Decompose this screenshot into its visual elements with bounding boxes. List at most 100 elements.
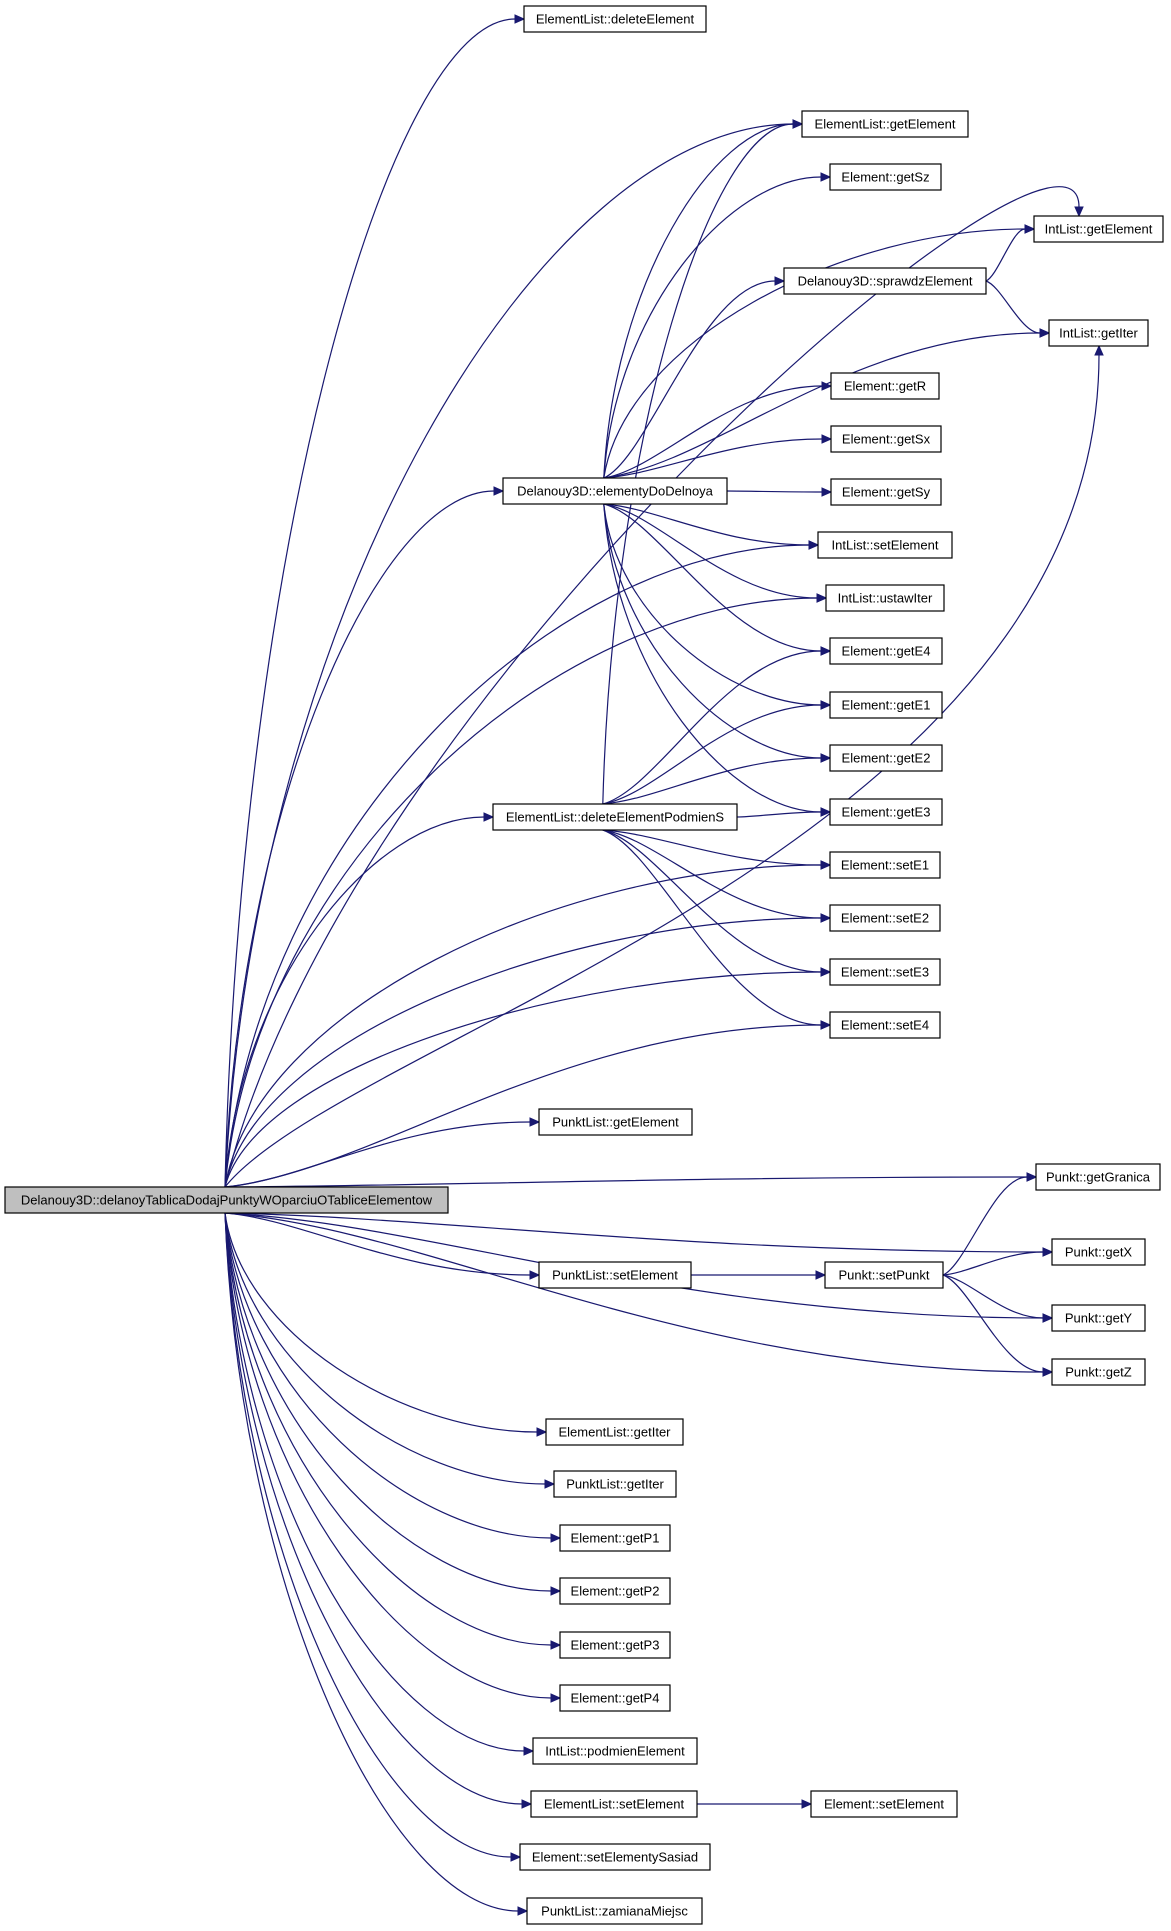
edge-root-to-e-getp4 <box>224 1212 562 1703</box>
node-box <box>4 1186 449 1214</box>
node-e-sete1[interactable]: Element::setE1 <box>829 851 941 879</box>
node-label: Element::setElement <box>824 1797 944 1812</box>
edge-line <box>603 503 822 759</box>
edge-line <box>224 123 794 1188</box>
edge-d-elementy-to-e-gete4 <box>603 503 832 656</box>
node-il-podmien[interactable]: IntList::podmienElement <box>532 1737 698 1765</box>
node-e-setelement[interactable]: Element::setElement <box>810 1790 958 1818</box>
node-box <box>538 1261 692 1289</box>
edge-arrowhead <box>550 1640 562 1650</box>
edge-line <box>224 1212 519 1912</box>
node-il-ustawiter[interactable]: IntList::ustawIter <box>825 584 945 612</box>
node-il-getelement[interactable]: IntList::getElement <box>1033 215 1164 243</box>
edge-el-deletepodmien-to-e-sete4 <box>602 829 832 1030</box>
node-e-sete3[interactable]: Element::setE3 <box>829 958 941 986</box>
edge-arrowhead <box>510 1852 522 1862</box>
edge-line <box>726 490 823 493</box>
node-el-deleteelement[interactable]: ElementList::deleteElement <box>523 5 707 33</box>
node-label: PunktList::getIter <box>566 1477 664 1492</box>
node-p-gety[interactable]: Punkt::getY <box>1051 1304 1146 1332</box>
node-e-gete2[interactable]: Element::getE2 <box>829 744 943 772</box>
edge-root-to-pl-zamiana <box>224 1212 529 1916</box>
edge-root-to-el-deleteelement <box>224 14 526 1188</box>
node-e-getsx[interactable]: Element::getSx <box>830 425 942 453</box>
node-e-getp3[interactable]: Element::getP3 <box>559 1631 671 1659</box>
edge-root-to-il-getiter <box>224 344 1104 1188</box>
node-e-sete4[interactable]: Element::setE4 <box>829 1011 941 1039</box>
node-pl-zamiana[interactable]: PunktList::zamianaMiejsc <box>526 1897 703 1925</box>
node-label: IntList::setElement <box>832 538 939 553</box>
edge-line <box>224 1212 512 1858</box>
edge-line <box>942 1274 1044 1373</box>
edge-d-elementy-to-e-getsy <box>726 487 833 497</box>
edge-p-setpunkt-to-p-getz <box>942 1274 1054 1377</box>
node-box <box>1035 1163 1161 1191</box>
node-p-getz[interactable]: Punkt::getZ <box>1051 1358 1146 1386</box>
edge-arrowhead <box>820 172 832 182</box>
node-p-setpunkt[interactable]: Punkt::setPunkt <box>824 1261 944 1289</box>
node-label: Delanouy3D::elementyDoDelnoya <box>517 484 714 499</box>
edge-arrowhead <box>821 434 833 444</box>
node-root[interactable]: Delanouy3D::delanoyTablicaDodajPunktyWOp… <box>4 1186 449 1214</box>
edge-arrowhead <box>550 1693 562 1703</box>
node-p-getx[interactable]: Punkt::getX <box>1051 1238 1146 1266</box>
node-box <box>801 110 969 138</box>
node-d-sprawdz[interactable]: Delanouy3D::sprawdzElement <box>783 267 987 295</box>
edge-d-sprawdz-to-il-getiter <box>985 280 1051 338</box>
edge-root-to-e-getp2 <box>224 1212 562 1596</box>
node-e-getp1[interactable]: Element::getP1 <box>559 1524 671 1552</box>
node-box <box>829 904 941 932</box>
node-il-setelement[interactable]: IntList::setElement <box>817 531 953 559</box>
edge-d-elementy-to-il-ustawiter <box>603 503 828 603</box>
node-label: Element::getSx <box>842 432 931 447</box>
node-box <box>530 1790 698 1818</box>
node-label: Element::getP4 <box>571 1691 660 1706</box>
node-e-getp4[interactable]: Element::getP4 <box>559 1684 671 1712</box>
edge-root-to-e-sete1 <box>224 860 832 1188</box>
node-label: Element::getE4 <box>842 644 931 659</box>
node-pl-getiter[interactable]: PunktList::getIter <box>553 1470 677 1498</box>
node-e-setsasiad[interactable]: Element::setElementySasiad <box>519 1843 711 1871</box>
edge-root-to-il-getelement <box>224 186 1084 1188</box>
node-e-gete1[interactable]: Element::getE1 <box>829 691 943 719</box>
edge-arrowhead <box>820 860 832 870</box>
node-el-deletepodmien[interactable]: ElementList::deleteElementPodmienS <box>492 803 738 831</box>
node-e-sete2[interactable]: Element::setE2 <box>829 904 941 932</box>
node-e-gete4[interactable]: Element::getE4 <box>829 637 943 665</box>
edge-p-setpunkt-to-p-gety <box>942 1274 1054 1323</box>
node-el-setelement[interactable]: ElementList::setElement <box>530 1790 698 1818</box>
edge-line <box>224 1212 523 1805</box>
node-box <box>519 1843 711 1871</box>
node-e-gete3[interactable]: Element::getE3 <box>829 798 943 826</box>
edge-line <box>603 385 823 479</box>
edge-arrowhead <box>529 1270 541 1280</box>
node-p-getgranica[interactable]: Punkt::getGranica <box>1035 1163 1161 1191</box>
node-el-getelement[interactable]: ElementList::getElement <box>801 110 969 138</box>
edge-d-elementy-to-e-getr <box>603 381 833 479</box>
node-el-getiter[interactable]: ElementList::getIter <box>545 1418 684 1446</box>
edge-d-elementy-to-il-getiter <box>603 328 1051 479</box>
node-pl-getelement[interactable]: PunktList::getElement <box>538 1108 693 1136</box>
node-label: Punkt::setPunkt <box>838 1268 929 1283</box>
edge-arrowhead <box>820 753 832 763</box>
node-box <box>1048 319 1149 347</box>
node-box <box>830 478 942 506</box>
edge-root-to-e-sete3 <box>224 967 832 1188</box>
node-e-getr[interactable]: Element::getR <box>830 372 940 400</box>
edge-arrowhead <box>536 1427 548 1437</box>
node-label: Punkt::getGranica <box>1046 1170 1151 1185</box>
edge-root-to-e-getp1 <box>224 1212 562 1543</box>
edge-line <box>603 123 794 479</box>
edge-line <box>602 829 822 866</box>
edge-line <box>942 1274 1044 1319</box>
edge-arrowhead <box>820 646 832 656</box>
edge-line <box>224 544 810 1188</box>
node-e-getsz[interactable]: Element::getSz <box>829 163 942 191</box>
node-d-elementy[interactable]: Delanouy3D::elementyDoDelnoya <box>502 477 728 505</box>
node-pl-setelement[interactable]: PunktList::setElement <box>538 1261 692 1289</box>
node-il-getiter[interactable]: IntList::getIter <box>1048 319 1149 347</box>
edge-line <box>603 503 822 813</box>
node-e-getsy[interactable]: Element::getSy <box>830 478 942 506</box>
node-e-getp2[interactable]: Element::getP2 <box>559 1577 671 1605</box>
